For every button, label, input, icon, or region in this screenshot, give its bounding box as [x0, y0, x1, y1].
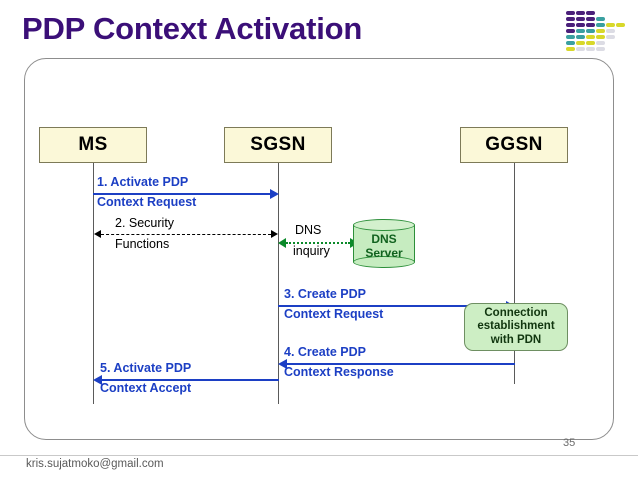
page-title: PDP Context Activation [22, 11, 363, 46]
node-box-sgsn[interactable]: SGSN [224, 127, 332, 163]
logo-dash [596, 35, 605, 39]
message-1-arrow-line [93, 193, 270, 195]
logo-dash [596, 41, 605, 45]
dns-inquiry-label-line1: DNS [295, 223, 322, 237]
message-4-label-line1: 4. Create PDP [284, 345, 366, 359]
logo-dash [586, 35, 595, 39]
dns-inquiry-arrow-line [286, 242, 350, 244]
message-4-arrow-head-left [278, 359, 287, 369]
message-3-label-line2: Context Request [284, 307, 384, 321]
message-1-label-line2: Context Request [97, 195, 197, 209]
logo-dash [586, 47, 595, 51]
dash-grid-logo [566, 11, 626, 53]
logo-dash [596, 29, 605, 33]
logo-dash [606, 23, 615, 27]
logo-dash [586, 29, 595, 33]
logo-dash [596, 23, 605, 27]
message-2-arrow-head-left [94, 230, 101, 238]
logo-dash [586, 17, 595, 21]
message-1-arrow-head-right [270, 189, 279, 199]
logo-dash [566, 17, 575, 21]
connection-establishment-note[interactable]: Connection establishment with PDN [464, 303, 568, 351]
message-5-label-line2: Context Accept [100, 381, 192, 395]
footer-divider [0, 455, 638, 456]
logo-dash [586, 41, 595, 45]
footer-email: kris.sujatmoko@gmail.com [26, 458, 164, 470]
message-5-label-line1: 5. Activate PDP [100, 361, 192, 375]
conn-note-line1: Connection [484, 306, 548, 319]
dns-inquiry-arrow-head-left [278, 238, 286, 248]
logo-dash [576, 35, 585, 39]
logo-dash [566, 47, 575, 51]
logo-dash [606, 35, 615, 39]
dns-inquiry-label-line2: inquiry [293, 244, 330, 258]
dns-server-node[interactable]: DNS Server [353, 219, 415, 268]
dns-server-cylinder-top [353, 219, 415, 231]
logo-dash [566, 41, 575, 45]
node-label-ggsn: GGSN [485, 134, 543, 155]
logo-dash [586, 11, 595, 15]
logo-dash [586, 23, 595, 27]
node-box-ms[interactable]: MS [39, 127, 147, 163]
conn-note-line2: establishment [477, 320, 555, 333]
message-5-arrow-line [102, 379, 279, 381]
message-3-label-line1: 3. Create PDP [284, 287, 366, 301]
message-1-label-line1: 1. Activate PDP [97, 175, 189, 189]
message-3-arrow-line [278, 305, 506, 307]
diagram-frame: MS SGSN GGSN 1. Activate PDP Context Req… [24, 58, 614, 440]
message-2-label-line2: Functions [115, 237, 170, 251]
logo-dash [566, 35, 575, 39]
lifeline-sgsn [278, 139, 279, 404]
node-label-ms: MS [78, 134, 108, 155]
logo-dash [606, 29, 615, 33]
message-5-arrow-head-left [93, 375, 102, 385]
logo-dash [566, 29, 575, 33]
logo-dash [576, 47, 585, 51]
lifeline-ms [93, 139, 94, 404]
conn-note-line3: with PDN [490, 333, 542, 346]
logo-dash [616, 23, 625, 27]
logo-dash [576, 11, 585, 15]
dns-server-label: DNS Server [353, 231, 415, 261]
logo-dash [596, 47, 605, 51]
logo-dash [576, 23, 585, 27]
message-4-label-line2: Context Response [284, 365, 394, 379]
node-label-sgsn: SGSN [250, 134, 306, 155]
message-2-arrow-head-right [271, 230, 278, 238]
dns-server-cylinder-bottom [353, 256, 415, 268]
message-2-label-line1: 2. Security [115, 216, 175, 230]
lifeline-ggsn [514, 139, 515, 384]
logo-dash [566, 23, 575, 27]
logo-dash [576, 29, 585, 33]
logo-dash [576, 17, 585, 21]
node-box-ggsn[interactable]: GGSN [460, 127, 568, 163]
page-number: 35 [563, 437, 576, 449]
message-4-arrow-line [287, 363, 515, 365]
dns-server-label-line1: DNS [371, 232, 397, 246]
logo-dash [566, 11, 575, 15]
logo-dash [576, 41, 585, 45]
dns-server-label-line2: Server [365, 246, 403, 260]
logo-dash [596, 17, 605, 21]
message-2-arrow-line [101, 234, 271, 235]
